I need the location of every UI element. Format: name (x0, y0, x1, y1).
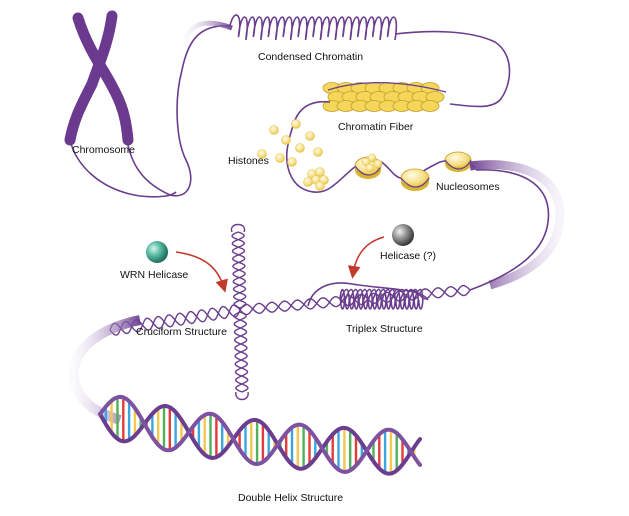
cruciform-upper-arm (230, 223, 247, 309)
nucleosome-wrap (354, 165, 382, 176)
condensed-chromatin-tail (394, 30, 511, 108)
label-double-helix-structure: Double Helix Structure (238, 492, 343, 504)
label-nucleosomes: Nucleosomes (436, 181, 500, 193)
histone (367, 153, 377, 163)
double-helix-strand-b (98, 394, 422, 474)
histone (275, 153, 285, 163)
label-histones: Histones (228, 155, 269, 167)
helicase-sphere (392, 224, 414, 246)
chromatin-fiber (322, 82, 447, 112)
ribbon-left-top (183, 20, 233, 41)
nucleosome (400, 168, 430, 188)
label-helicase-unknown: Helicase (?) (380, 250, 436, 262)
histone (313, 147, 323, 157)
histone (287, 157, 297, 167)
histone (315, 181, 325, 191)
histone-cluster (257, 119, 329, 191)
wrn-arrow (175, 251, 228, 293)
dna-thread-chromosome-tail (69, 139, 177, 198)
histone (269, 125, 279, 135)
histone (305, 131, 315, 141)
ribbon-right-large (469, 160, 565, 290)
helicase-arrow (347, 236, 385, 279)
label-condensed-chromatin: Condensed Chromatin (258, 51, 363, 63)
label-wrn-helicase: WRN Helicase (120, 269, 188, 281)
chromosome-shape (64, 10, 134, 146)
histone (257, 149, 267, 159)
ribbon-right-strand (469, 169, 550, 291)
label-cruciform-structure: Cruciform Structure (136, 326, 227, 338)
fiber-link-strand (285, 100, 331, 193)
histone (315, 167, 325, 177)
dna-thread-upper (126, 25, 231, 197)
histone (281, 135, 291, 145)
histone (303, 177, 313, 187)
fiber-wrap (327, 82, 447, 93)
nucleosome-wrap (444, 159, 472, 170)
nucleosome-wrap (400, 177, 430, 188)
cruciform-lower-arm (233, 311, 249, 401)
histone (361, 157, 371, 167)
condensed-chromatin-coil (229, 14, 398, 41)
label-chromosome: Chromosome (72, 144, 135, 156)
histone (295, 143, 305, 153)
wrn-helicase-sphere (146, 241, 168, 263)
histone (373, 159, 383, 169)
nucleosome-group (354, 151, 472, 191)
ribbon-left-sweep (68, 315, 142, 425)
label-chromatin-fiber: Chromatin Fiber (338, 121, 414, 133)
triplex-coil (339, 288, 424, 310)
histone (365, 163, 375, 173)
label-triplex-structure: Triplex Structure (346, 323, 423, 335)
histone (291, 119, 301, 129)
fiber-disc (420, 100, 440, 112)
